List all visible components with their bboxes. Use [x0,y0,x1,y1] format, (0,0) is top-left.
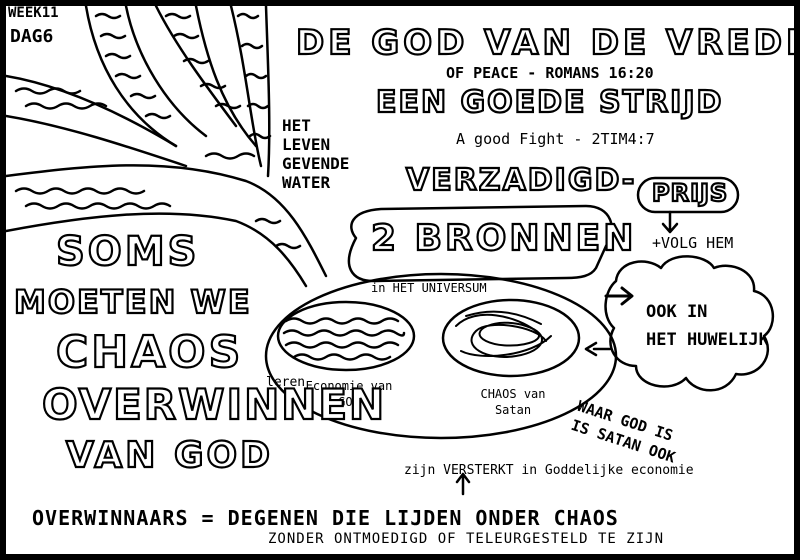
message-line-1: SOMS [56,232,199,272]
subtitle-reference: A good Fight - 2TIM4:7 [456,132,655,147]
day-label: DAG6 [10,28,53,46]
tree-label-line: LEVEN [282,135,349,154]
week-label: WEEK11 [8,6,59,20]
follow-him: +VOLG HEM [652,236,733,251]
strengthened-text: zijn VERSTERKT in Goddelijke economie [404,464,694,477]
message-line-3: CHAOS [56,331,243,375]
chaos-label: CHAOS van Satan [468,386,558,418]
marriage-line: HET HUWELIJK [646,326,769,354]
message-line-2: MOETEN WE [14,286,252,318]
footer-line-2: ZONDER ONTMOEDIGD OF TELEURGESTELD TE ZI… [268,532,664,546]
tree-branch-2 [156,6,236,126]
tree-label: HET LEVEN GEVENDE WATER [282,116,349,192]
marriage-line: OOK IN [646,298,769,326]
tree-label-line: GEVENDE [282,154,349,173]
tree-label-line: HET [282,116,349,135]
prize-label: PRIJS [652,181,728,205]
title-reference: OF PEACE - ROMANS 16:20 [446,66,654,81]
subtitle: EEN GOEDE STRIJD [376,88,723,118]
footer-line-1: OVERWINNAARS = DEGENEN DIE LIJDEN ONDER … [32,508,619,528]
message-line-4: OVERWINNEN [42,384,386,426]
tree-label-line: WATER [282,173,349,192]
sources-subtitle: in HET UNIVERSUM [371,282,487,294]
reward-text: VERZADIGD- [406,166,636,196]
page-title: DE GOD VAN DE VREDE [296,26,794,60]
paper-sheet: WEEK11 DAG6 DE GOD VAN DE VREDE OF PEACE… [6,6,794,554]
sources-title: 2 BRONNEN [371,221,636,257]
marriage-text: OOK IN HET HUWELIJK [646,298,769,354]
tree-branch-3 [231,6,261,166]
message-line-5: VAN GOD [66,438,273,474]
